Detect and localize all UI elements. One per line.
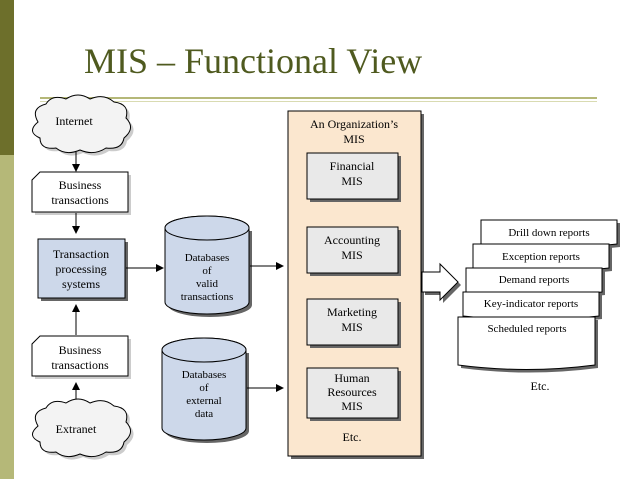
org-etc-label: Etc. bbox=[343, 430, 362, 444]
marketing-mis-box: Marketing MIS bbox=[306, 298, 401, 348]
organization-mis: An Organization’s MIS Financial MIS Acco… bbox=[287, 110, 424, 459]
tps-line3: systems bbox=[62, 277, 100, 291]
financial-mis-box: Financial MIS bbox=[306, 152, 401, 202]
org-mis-line2: MIS bbox=[343, 132, 364, 146]
db-valid-line1: Databases bbox=[185, 252, 230, 264]
report-key-indicator: Key-indicator reports bbox=[462, 291, 602, 323]
db-valid-line2: of bbox=[202, 265, 212, 277]
title-divider-light bbox=[40, 101, 597, 102]
tps-line1: Transaction bbox=[53, 247, 109, 261]
extranet-label: Extranet bbox=[56, 422, 97, 436]
hr-line1: Human bbox=[334, 371, 369, 385]
marketing-line1: Marketing bbox=[327, 305, 377, 319]
accounting-mis-box: Accounting MIS bbox=[306, 226, 401, 276]
db-external-line3: external bbox=[186, 395, 221, 407]
report-label-5: Scheduled reports bbox=[487, 323, 566, 335]
reports-stack: Drill down reports Exception reports Dem… bbox=[457, 219, 620, 393]
report-label-2: Exception reports bbox=[502, 251, 580, 263]
left-accent-bar-dark bbox=[0, 0, 14, 155]
marketing-line2: MIS bbox=[341, 320, 362, 334]
db-valid-line4: transactions bbox=[181, 291, 234, 303]
bt-bottom-line2: transactions bbox=[51, 358, 109, 372]
financial-line2: MIS bbox=[341, 174, 362, 188]
reports-etc-label: Etc. bbox=[531, 379, 550, 393]
hr-line2: Resources bbox=[327, 385, 377, 399]
report-label-1: Drill down reports bbox=[508, 227, 589, 239]
report-scheduled: Scheduled reports bbox=[457, 316, 598, 373]
output-arrow bbox=[421, 262, 461, 303]
report-label-4: Key-indicator reports bbox=[484, 298, 578, 310]
accounting-line1: Accounting bbox=[324, 233, 380, 247]
transaction-processing-box: Transaction processing systems bbox=[37, 238, 128, 301]
financial-line1: Financial bbox=[330, 159, 375, 173]
internet-label: Internet bbox=[55, 114, 93, 128]
accounting-line2: MIS bbox=[341, 248, 362, 262]
db-external-line1: Databases bbox=[182, 369, 227, 381]
tps-line2: processing bbox=[55, 262, 106, 276]
slide-title: MIS – Functional View bbox=[84, 41, 423, 81]
report-label-3: Demand reports bbox=[499, 274, 570, 286]
hr-line3: MIS bbox=[341, 399, 362, 413]
internet-cloud: Internet bbox=[32, 94, 131, 154]
db-valid-line3: valid bbox=[196, 278, 218, 290]
db-external-line4: data bbox=[195, 408, 213, 420]
db-external-line2: of bbox=[199, 382, 209, 394]
bt-top-line1: Business bbox=[59, 178, 102, 192]
business-transactions-bottom: Business transactions bbox=[31, 335, 129, 377]
hr-mis-box: Human Resources MIS bbox=[306, 367, 401, 421]
bt-bottom-line1: Business bbox=[59, 343, 102, 357]
db-external-data: Databases of external data bbox=[161, 337, 249, 443]
bt-top-line2: transactions bbox=[51, 193, 109, 207]
business-transactions-top: Business transactions bbox=[31, 171, 129, 213]
org-mis-line1: An Organization’s bbox=[310, 117, 398, 131]
title-divider bbox=[40, 97, 597, 99]
db-valid-transactions: Databases of valid transactions bbox=[164, 215, 252, 317]
extranet-cloud: Extranet bbox=[32, 398, 131, 458]
